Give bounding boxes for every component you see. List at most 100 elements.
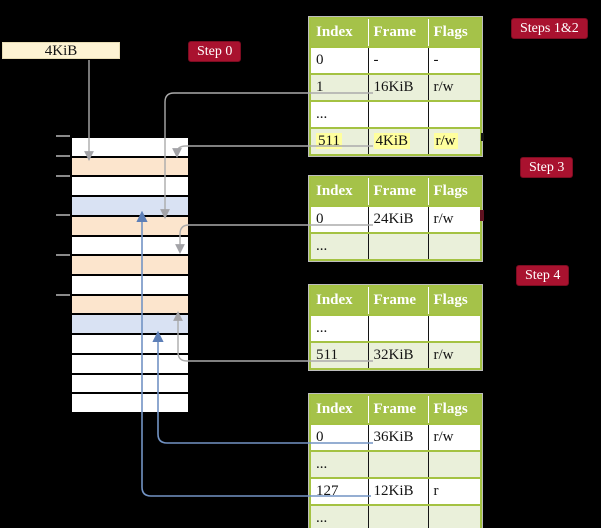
table-cell	[367, 231, 428, 260]
table-cell: 4KiB	[367, 126, 428, 155]
memory-frame-24KiB	[72, 254, 188, 275]
table-cell: 24KiB	[367, 204, 428, 233]
column-header-flags: Flags	[427, 18, 481, 47]
table-cell	[427, 313, 481, 342]
table-row: ...	[310, 99, 481, 128]
memory-frame-row5	[72, 234, 188, 255]
table-cell: 511	[310, 126, 368, 155]
table-cell: 32KiB	[367, 340, 428, 369]
table-cell: 127	[310, 476, 368, 505]
table-row: ...	[310, 313, 481, 342]
memory-tick	[56, 154, 70, 157]
memory-frame-row13	[72, 392, 188, 413]
badge-step-4: Step 4	[516, 265, 570, 287]
table-cell: r/w	[427, 340, 481, 369]
table-cell: 0	[310, 45, 368, 74]
memory-tick	[56, 135, 70, 137]
badge-steps-1-2: Steps 1&2	[511, 18, 588, 40]
highlighted-value: 4KiB	[373, 132, 411, 149]
column-header-index: Index	[310, 395, 368, 424]
column-header-frame: Frame	[367, 177, 428, 206]
table-row: ...	[310, 449, 481, 478]
physical-memory-column	[70, 136, 190, 414]
table-cell	[367, 449, 428, 478]
highlighted-value: 511	[316, 132, 342, 149]
table-cell	[367, 503, 428, 528]
table-cell: 1	[310, 72, 368, 101]
table-cell: 511	[310, 340, 368, 369]
memory-frame-12KiB	[72, 195, 188, 215]
column-header-flags: Flags	[427, 395, 481, 424]
column-header-index: Index	[310, 177, 368, 206]
table-cell	[427, 99, 481, 128]
table-cell: 12KiB	[367, 476, 428, 505]
table-cell: r/w	[427, 126, 481, 155]
memory-frame-row11	[72, 352, 188, 373]
table-row: ...	[310, 503, 481, 528]
table-row: ...	[310, 231, 481, 260]
column-header-index: Index	[310, 18, 368, 47]
column-header-index: Index	[310, 286, 368, 315]
memory-tick	[56, 254, 70, 257]
badge-step-0: Step 0	[188, 41, 242, 63]
table-cell: 0	[310, 422, 368, 451]
table-cell: 0	[310, 204, 368, 233]
memory-tick	[56, 293, 70, 296]
cropped-connector-stub-root-table	[481, 133, 484, 141]
column-header-flags: Flags	[427, 177, 481, 206]
memory-frame-36KiB	[72, 313, 188, 334]
table-cell: r	[427, 476, 481, 505]
frame-size-label-box: 4KiB	[2, 42, 120, 59]
memory-tick	[56, 214, 70, 217]
column-header-flags: Flags	[427, 286, 481, 315]
memory-frame-4KiB	[72, 155, 188, 176]
table-cell: r/w	[427, 204, 481, 233]
memory-frame-row2	[72, 175, 188, 196]
memory-frame-row7	[72, 274, 188, 294]
column-header-frame: Frame	[367, 18, 428, 47]
table-cell: ...	[310, 449, 368, 478]
cropped-connector-stub-step3-table	[480, 210, 484, 221]
memory-frame-32KiB	[72, 293, 188, 314]
table-cell	[427, 503, 481, 528]
table-cell: -	[427, 45, 481, 74]
memory-frame-row0	[72, 138, 188, 156]
table-cell	[427, 449, 481, 478]
memory-frame-16KiB	[72, 214, 188, 235]
table-cell	[367, 313, 428, 342]
table-cell: 36KiB	[367, 422, 428, 451]
table-cell: 16KiB	[367, 72, 428, 101]
table-cell	[427, 231, 481, 260]
table-cell: ...	[310, 99, 368, 128]
table-cell: -	[367, 45, 428, 74]
table-row: 0--	[310, 45, 481, 74]
table-row: 511 4KiB r/w	[310, 126, 481, 155]
table-cell: r/w	[427, 72, 481, 101]
table-cell: ...	[310, 231, 368, 260]
column-header-frame: Frame	[367, 286, 428, 315]
badge-step-3: Step 3	[520, 157, 574, 179]
memory-tick	[56, 174, 70, 177]
table-cell	[367, 99, 428, 128]
table-cell: ...	[310, 503, 368, 528]
highlighted-value: r/w	[433, 132, 458, 149]
frame-size-label: 4KiB	[44, 43, 78, 59]
table-cell: ...	[310, 313, 368, 342]
